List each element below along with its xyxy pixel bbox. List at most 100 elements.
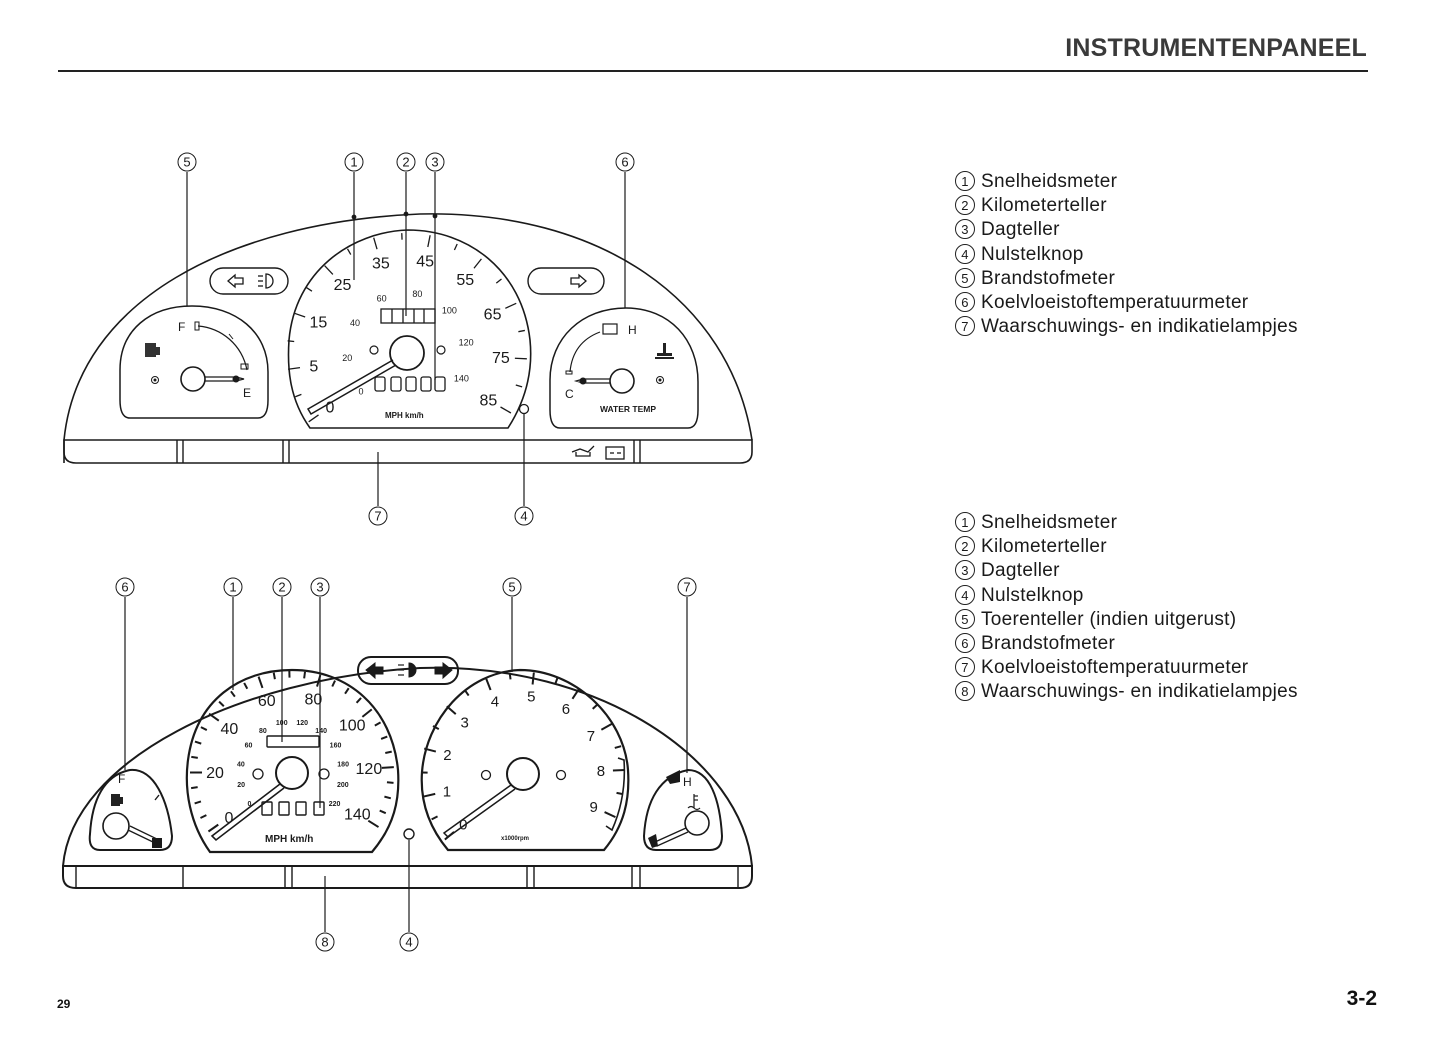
major-tick [367, 819, 380, 828]
callout-number: 4 [520, 509, 527, 524]
bottom-trip-reset-knob[interactable] [403, 828, 415, 840]
bottom-left-turn-arrow-icon [365, 661, 384, 680]
tacho-unit-label: x1000rpm [501, 836, 529, 842]
top-panel-housing [63, 213, 753, 441]
kmh-label: 140 [454, 373, 469, 383]
left-turn-arrow-icon [227, 273, 244, 289]
rpm-label: 0 [459, 816, 467, 833]
callout-marker-1 [344, 152, 364, 172]
bottom-fuel-full-label: F [118, 772, 125, 786]
fuel-needle-hub [180, 366, 206, 392]
major-tick [446, 705, 457, 715]
callout-marker-2 [396, 152, 416, 172]
high-beam-icon [258, 273, 274, 289]
temp-needle-hub [609, 368, 635, 394]
rpm-label: 2 [443, 747, 451, 764]
bottom-speedometer-face [185, 668, 400, 854]
kmh-label: 0 [247, 801, 251, 808]
callout-number: 3 [316, 580, 323, 595]
minor-tick [200, 814, 207, 819]
major-tick [500, 406, 512, 414]
legend-number-badge: 5 [955, 267, 975, 288]
callout-number: 1 [350, 155, 357, 170]
battery-lamp-icon [605, 446, 625, 460]
header-rule [58, 70, 1368, 72]
minor-tick [515, 384, 523, 388]
legend-number-badge: 3 [955, 560, 975, 581]
rpm-label: 5 [527, 689, 535, 706]
bottom-speedo-needle-hub [275, 756, 309, 790]
legend-text: Kilometerteller [981, 195, 1107, 217]
legend-text: Brandstofmeter [981, 267, 1116, 289]
temp-needle [573, 378, 610, 384]
minor-tick [374, 721, 382, 727]
mph-label: 120 [356, 761, 383, 778]
top-trip-reset-knob[interactable] [518, 403, 530, 415]
kmh-label: 180 [337, 762, 349, 769]
legend-text: Nulstelknop [981, 584, 1084, 606]
mph-label: 65 [484, 307, 502, 324]
tacho-redzone [605, 757, 626, 832]
minor-tick [303, 671, 306, 679]
legend-text: Dagteller [981, 560, 1060, 582]
fuel-pump-icon [145, 343, 160, 357]
bottom-temp-hot-label: H [683, 775, 692, 789]
minor-tick [464, 689, 470, 697]
callout-number: 6 [121, 580, 128, 595]
right-turn-arrow-icon [570, 273, 587, 289]
minor-tick [194, 800, 202, 805]
minor-tick [385, 750, 392, 754]
mph-label: 75 [492, 350, 510, 367]
callout-marker-3 [310, 577, 330, 597]
kmh-label: 40 [350, 318, 360, 328]
mph-label: 5 [309, 358, 318, 375]
kmh-label: 40 [237, 762, 245, 769]
major-tick [485, 678, 492, 691]
legend-text: Nulstelknop [981, 243, 1084, 265]
callout-number: 4 [405, 935, 412, 950]
fuel-scale-arc [197, 325, 248, 371]
legend-number-badge: 7 [955, 657, 975, 678]
major-tick [208, 712, 220, 722]
page-title: INSTRUMENTENPANEEL [1065, 34, 1367, 62]
bottom-fuel-pump-icon [111, 794, 123, 806]
callout-marker-5 [177, 152, 197, 172]
minor-tick [432, 725, 440, 731]
warning-lamp-separators [176, 440, 641, 463]
legend-number-badge: 3 [955, 219, 975, 240]
mph-label: 100 [339, 718, 366, 735]
major-tick [257, 676, 264, 689]
rpm-label: 8 [597, 763, 605, 780]
kmh-label: 20 [237, 782, 245, 789]
minor-tick [200, 726, 208, 731]
mph-label: 60 [258, 693, 276, 710]
callout-number: 7 [374, 509, 381, 524]
legend-number-badge: 2 [955, 195, 975, 216]
bottom-odometer-window [266, 735, 320, 748]
major-tick [288, 366, 301, 370]
legend-number-badge: 6 [955, 292, 975, 313]
tachometer-face [420, 668, 630, 852]
minor-tick [386, 781, 394, 784]
kmh-label: 100 [442, 306, 457, 316]
major-tick [531, 672, 535, 685]
callout-marker-4 [399, 932, 419, 952]
bottom-speedo-ticks [189, 671, 394, 833]
fuel-needle [205, 376, 245, 382]
coolant-temp-icon [655, 343, 674, 359]
minor-tick [287, 340, 295, 343]
legend-number-badge: 2 [955, 536, 975, 557]
callout-marker-3 [425, 152, 445, 172]
legend-number-badge: 7 [955, 316, 975, 337]
